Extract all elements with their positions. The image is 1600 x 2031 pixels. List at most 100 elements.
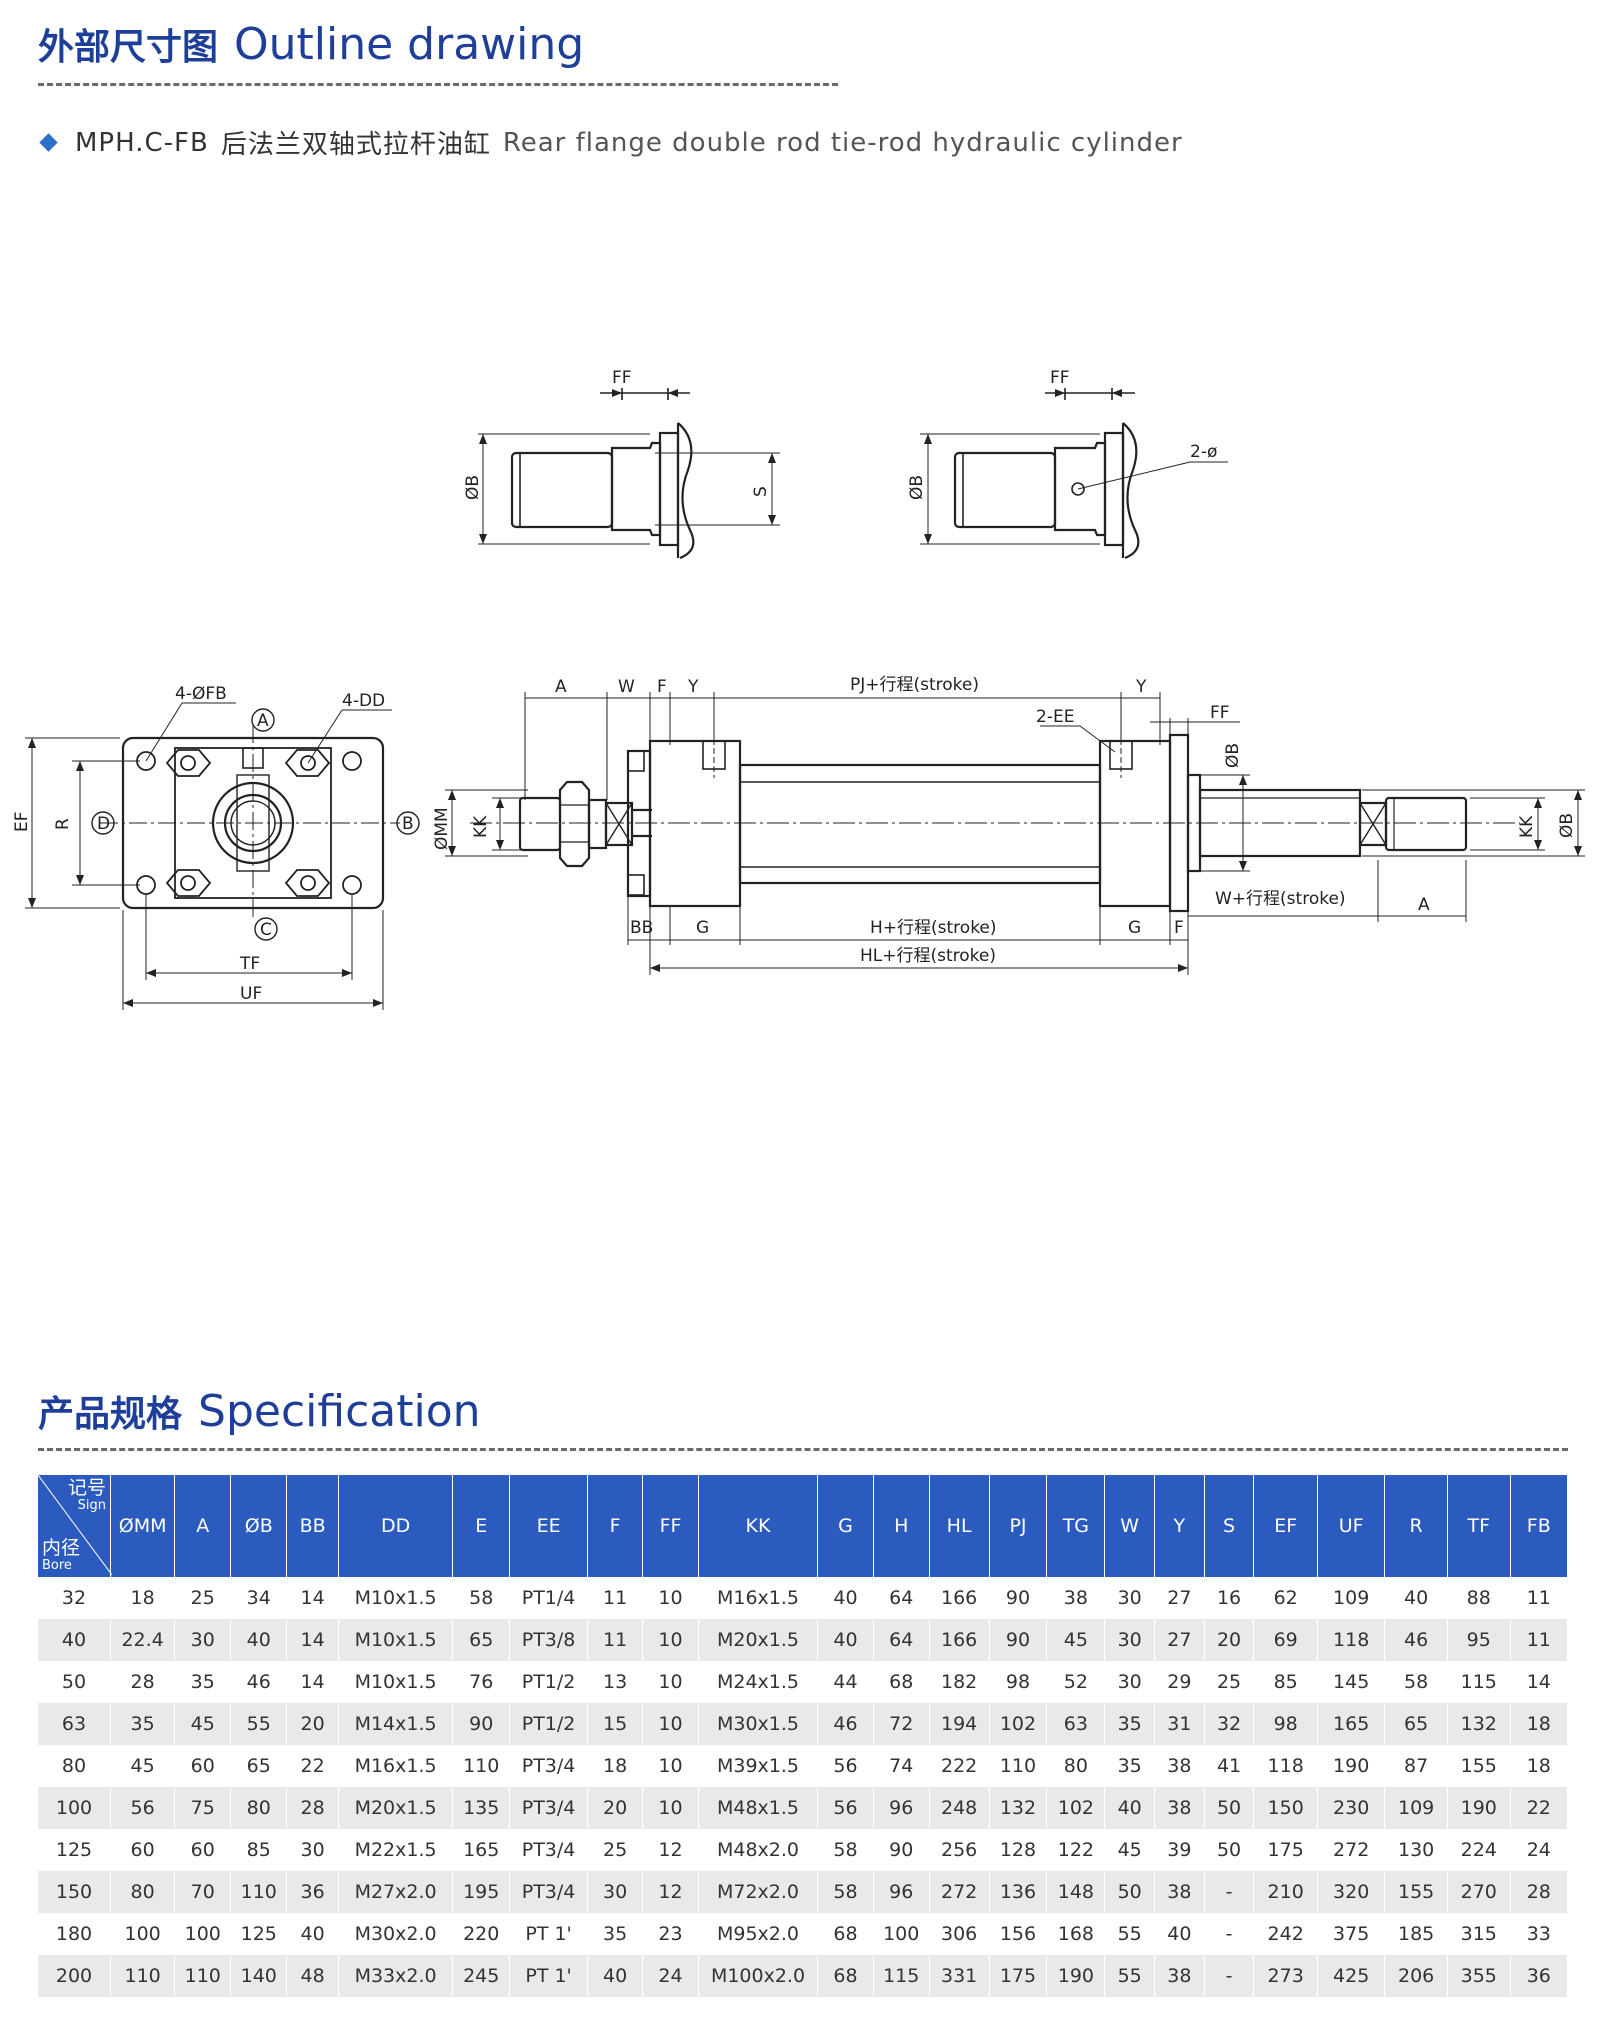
- spec-cell: 109: [1317, 1577, 1386, 1619]
- spec-cell: 140: [230, 1955, 288, 1997]
- spec-bore-cell: 125: [38, 1829, 112, 1871]
- four-dd-label: 4-DD: [342, 691, 385, 711]
- spec-col-header: FB: [1510, 1475, 1569, 1577]
- two-phi-label: 2-ø: [1190, 442, 1217, 462]
- spec-cell: 306: [929, 1913, 990, 1955]
- diamond-bullet-icon: [39, 133, 58, 152]
- spec-cell: 29: [1154, 1661, 1205, 1703]
- spec-cell: 40: [587, 1955, 644, 1997]
- kk-label-right: KK: [1517, 815, 1537, 838]
- ff-label-left: FF: [612, 368, 632, 388]
- spec-cell: 31: [1154, 1703, 1205, 1745]
- spec-bore-cell: 150: [38, 1871, 112, 1913]
- spec-cell: 45: [110, 1745, 176, 1787]
- phi-b-label-side: ØB: [1223, 743, 1243, 768]
- spec-bore-cell: 200: [38, 1955, 112, 1997]
- spec-cell: 10: [642, 1619, 699, 1661]
- spec-cell: 115: [1447, 1661, 1511, 1703]
- spec-cell: 10: [642, 1661, 699, 1703]
- spec-col-header: DD: [338, 1475, 454, 1577]
- spec-cell: 272: [929, 1871, 990, 1913]
- spec-cell: 39: [1154, 1829, 1205, 1871]
- spec-cell: 110: [989, 1745, 1048, 1787]
- spec-cell: 98: [1253, 1703, 1318, 1745]
- outline-title-en: Outline drawing: [234, 19, 585, 70]
- spec-cell: PT1/2: [509, 1703, 588, 1745]
- spec-cell: 148: [1046, 1871, 1106, 1913]
- spec-cell: 14: [286, 1577, 339, 1619]
- spec-cell: 156: [989, 1913, 1048, 1955]
- spec-cell: 90: [452, 1703, 511, 1745]
- spec-col-header: FF: [642, 1475, 699, 1577]
- spec-cell: 56: [817, 1787, 874, 1829]
- spec-col-header: ØB: [230, 1475, 288, 1577]
- ef-label: EF: [12, 811, 32, 832]
- product-name-cn: 后法兰双轴式拉杆油缸: [220, 130, 491, 160]
- spec-cell: 28: [286, 1787, 339, 1829]
- two-ee-label: 2-EE: [1036, 707, 1074, 727]
- bb-label: BB: [630, 918, 653, 938]
- spec-col-header: UF: [1317, 1475, 1386, 1577]
- spec-cell: 27: [1154, 1577, 1205, 1619]
- spec-cell: 87: [1384, 1745, 1448, 1787]
- spec-cell: 136: [989, 1871, 1048, 1913]
- tf-label: TF: [239, 954, 260, 974]
- spec-cell: 110: [452, 1745, 511, 1787]
- product-name-en: Rear flange double rod tie-rod hydraulic…: [502, 127, 1183, 158]
- phi-b-label-rod: ØB: [1557, 813, 1577, 838]
- spec-col-header: A: [174, 1475, 232, 1577]
- spec-cell: 36: [286, 1871, 339, 1913]
- spec-cell: 58: [1384, 1661, 1448, 1703]
- spec-bore-cell: 32: [38, 1577, 112, 1619]
- spec-col-header: H: [873, 1475, 930, 1577]
- spec-cell: 50: [1204, 1787, 1255, 1829]
- spec-cell: 65: [1384, 1703, 1448, 1745]
- spec-cell: 11: [587, 1577, 644, 1619]
- spec-col-header: KK: [698, 1475, 819, 1577]
- circle-d-label: D: [97, 814, 110, 834]
- spec-cell: M48x2.0: [698, 1829, 819, 1871]
- spec-title-cn: 产品规格: [38, 1394, 183, 1435]
- y-label-right: Y: [1135, 677, 1147, 697]
- spec-cell: 58: [817, 1829, 874, 1871]
- spec-cell: 90: [873, 1829, 930, 1871]
- spec-cell: M27x2.0: [338, 1871, 454, 1913]
- spec-col-header: W: [1104, 1475, 1156, 1577]
- spec-col-header: HL: [929, 1475, 990, 1577]
- spec-cell: 80: [230, 1787, 288, 1829]
- ff-label-side: FF: [1210, 703, 1230, 723]
- spec-cell: 190: [1317, 1745, 1386, 1787]
- spec-cell: 80: [110, 1871, 176, 1913]
- spec-cell: 44: [817, 1661, 874, 1703]
- a-label-right: A: [1418, 895, 1430, 915]
- spec-cell: 165: [452, 1829, 511, 1871]
- f-label-top: F: [657, 677, 667, 697]
- h-stroke-label: H+行程(stroke): [870, 918, 997, 938]
- spec-col-header: EE: [509, 1475, 588, 1577]
- spec-cell: 175: [989, 1955, 1048, 1997]
- spec-cell: 58: [452, 1577, 511, 1619]
- spec-bore-cell: 50: [38, 1661, 112, 1703]
- spec-cell: PT3/4: [509, 1871, 588, 1913]
- spec-cell: 24: [1510, 1829, 1569, 1871]
- spec-cell: 68: [873, 1661, 930, 1703]
- r-label: R: [53, 818, 73, 830]
- spec-cell: 68: [817, 1955, 874, 1997]
- spec-cell: M24x1.5: [698, 1661, 819, 1703]
- spec-cell: 128: [989, 1829, 1048, 1871]
- ff-label-right: FF: [1050, 368, 1070, 388]
- spec-cell: 20: [587, 1787, 644, 1829]
- spec-cell: PT 1': [509, 1955, 588, 1997]
- spec-cell: M20x1.5: [698, 1619, 819, 1661]
- spec-cell: 102: [989, 1703, 1048, 1745]
- spec-cell: 110: [110, 1955, 176, 1997]
- w-label: W: [618, 677, 635, 697]
- spec-cell: -: [1204, 1913, 1255, 1955]
- sign-en: Sign: [77, 1497, 107, 1513]
- spec-cell: 40: [1154, 1913, 1205, 1955]
- bore-en: Bore: [42, 1558, 72, 1574]
- spec-cell: 30: [1104, 1661, 1156, 1703]
- spec-cell: 18: [1510, 1703, 1569, 1745]
- s-label: S: [751, 486, 771, 497]
